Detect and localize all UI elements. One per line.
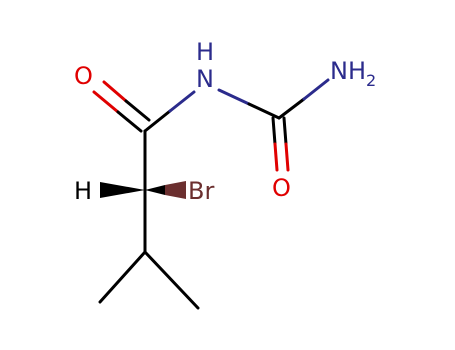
urea-double-bond-a-black: [271, 116, 277, 146]
urea-carbon-to-amine-bond-blue: [302, 78, 330, 101]
carbonyl-oxygen-label: O: [74, 62, 93, 90]
bromine-wedge-bond-brown: [165, 181, 186, 199]
urea-double-bond-b-black: [282, 116, 288, 146]
carbonyl-carbon-to-nitrogen-bond-black: [143, 109, 172, 133]
terminal-amine-label: NH2: [330, 57, 376, 90]
terminal-amine-subscript: 2: [366, 71, 376, 90]
urea-double-bond-a-red: [273, 142, 279, 172]
hydrogen-wedge-bond: [100, 182, 145, 198]
carbonyl-double-bond-inner-black: [124, 99, 151, 122]
carbonyl-double-bond-outer-black: [116, 110, 143, 133]
amide-hydrogen-label: H: [196, 38, 214, 66]
carbonyl-carbon-to-nitrogen-bond-blue: [168, 90, 196, 113]
nitrogen-to-urea-carbon-bond-black: [247, 102, 281, 120]
terminal-amine-main: NH: [330, 57, 366, 85]
stereo-hydrogen-label: H: [74, 177, 92, 205]
bromine-wedge-bond-black: [145, 185, 165, 195]
carbonyl-double-bond-outer-red: [92, 90, 120, 114]
bromine-label: Br: [188, 177, 214, 205]
nitrogen-to-urea-carbon-bond-blue: [217, 88, 251, 106]
urea-oxygen-label: O: [272, 174, 291, 202]
amide-nitrogen-label: N: [196, 65, 214, 93]
carbonyl-double-bond-inner-red: [102, 80, 128, 103]
methine-to-right-methyl-bond: [143, 250, 200, 310]
urea-double-bond-b-red: [284, 142, 290, 172]
methine-to-left-methyl-bond: [98, 250, 147, 304]
urea-carbon-to-amine-bond-black: [277, 97, 306, 120]
